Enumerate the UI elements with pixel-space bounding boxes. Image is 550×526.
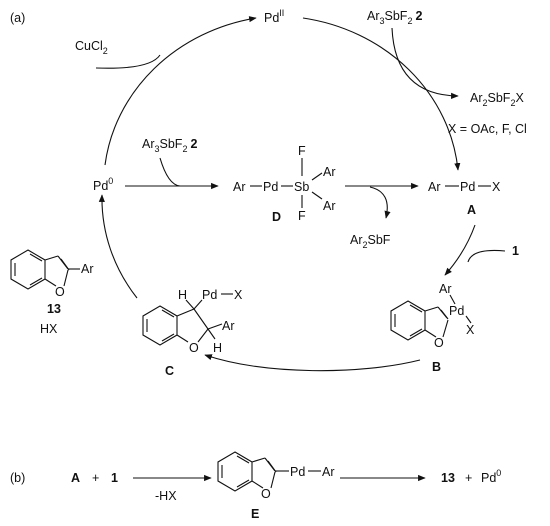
e-ar: Ar xyxy=(322,465,335,479)
cycle-arc-pd0-to-pdii xyxy=(104,16,257,166)
c-h2: H xyxy=(213,341,222,355)
a-pd: Pd xyxy=(460,180,475,194)
d-label: D xyxy=(272,210,281,224)
e-pd: Pd xyxy=(290,465,305,479)
p13-number: 13 xyxy=(47,302,61,316)
substrate-number: 1 xyxy=(512,244,519,258)
panel-a-label: (a) xyxy=(10,11,25,25)
p13-o: O xyxy=(55,285,65,299)
reagent-left-curve xyxy=(159,157,181,187)
d-ar: Ar xyxy=(233,180,246,194)
b-eq-plus-1: + xyxy=(92,471,99,485)
c-h1: H xyxy=(178,288,187,302)
b-ar: Ar xyxy=(439,282,452,296)
d-ar-down: Ar xyxy=(323,199,336,213)
b-eq-pd0: Pd0 xyxy=(481,468,501,485)
c-o: O xyxy=(189,341,199,355)
c-label: C xyxy=(165,364,174,378)
d-f-top: F xyxy=(298,144,306,158)
x-definition-note: X = OAc, F, Cl xyxy=(448,122,527,136)
cucl2-curve xyxy=(95,54,161,69)
complex-d: Ar Pd Sb F F Ar Ar D xyxy=(233,144,336,224)
b-eq-a: A xyxy=(71,471,80,485)
c-x: X xyxy=(234,288,243,302)
hx-label: HX xyxy=(40,322,58,336)
b-eq-plus-2: + xyxy=(465,471,472,485)
b-o: O xyxy=(434,336,444,350)
complex-c: O H Pd X Ar H C xyxy=(142,288,243,378)
complex-a: Ar Pd X A xyxy=(428,180,501,217)
p13-ar: Ar xyxy=(81,262,94,276)
a-x: X xyxy=(492,180,501,194)
product-13: O Ar 13 HX xyxy=(10,249,94,336)
byproduct-mid-curve xyxy=(369,186,391,219)
d-f-bottom: F xyxy=(298,209,306,223)
cycle-arc-c-to-pd0 xyxy=(98,194,138,299)
b-x: X xyxy=(466,323,475,337)
b-pd: Pd xyxy=(449,304,464,318)
d-sb: Sb xyxy=(294,180,309,194)
pd-0-label: Pd0 xyxy=(93,176,113,193)
a-label: A xyxy=(467,203,476,217)
reagent-top-curve xyxy=(391,27,459,99)
a-ar: Ar xyxy=(428,180,441,194)
e-o: O xyxy=(261,487,271,501)
cycle-arc-a-to-b xyxy=(444,224,476,276)
intermediate-e: O Pd Ar E xyxy=(217,451,335,521)
substrate-curve xyxy=(467,249,506,263)
cucl2-label: CuCl2 xyxy=(75,39,108,56)
e-label: E xyxy=(251,507,259,521)
c-pd: Pd xyxy=(202,288,217,302)
cycle-arc-b-to-c xyxy=(204,354,421,372)
c-ar: Ar xyxy=(222,319,235,333)
complex-b: O Pd Ar X B xyxy=(390,282,475,374)
pd-ii-label: PdII xyxy=(264,8,284,25)
cycle-arc-pdii-to-a xyxy=(302,17,461,171)
byproduct-mid-label: Ar2SbF xyxy=(350,233,391,250)
d-pd: Pd xyxy=(263,180,278,194)
byproduct-top-label: Ar2SbF2X xyxy=(470,91,524,108)
b-label: B xyxy=(432,360,441,374)
b-eq-one: 1 xyxy=(111,471,118,485)
b-eq-thirteen: 13 xyxy=(441,471,455,485)
panel-b-label: (b) xyxy=(10,471,25,485)
b-arrow-label: -HX xyxy=(155,489,177,503)
d-ar-up: Ar xyxy=(323,165,336,179)
